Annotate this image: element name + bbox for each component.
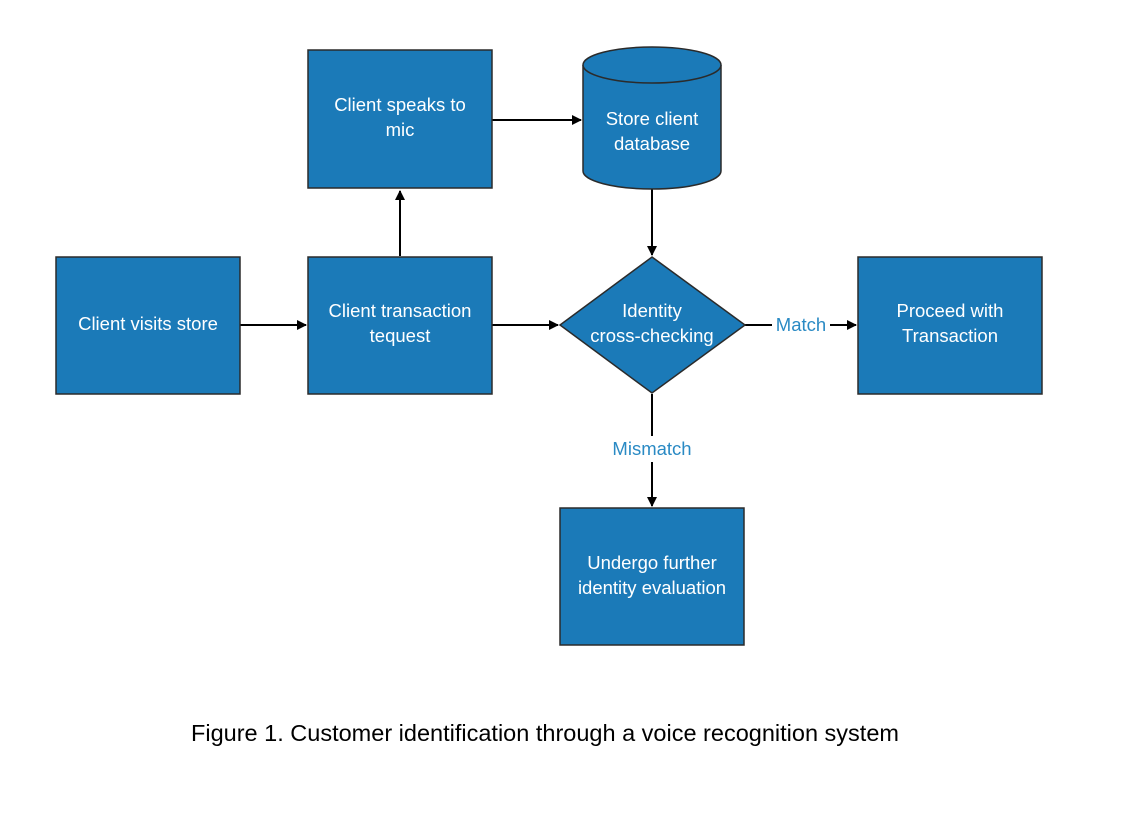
node-store-database: Store client database	[582, 46, 722, 190]
node-client-visits-line1: Client visits store	[78, 313, 218, 334]
node-proceed-transaction-line1: Proceed with	[897, 300, 1004, 321]
figure-caption: Figure 1. Customer identification throug…	[191, 720, 899, 746]
node-store-database-line1: Store client	[606, 108, 699, 129]
node-client-speaks-line1: Client speaks to	[334, 94, 466, 115]
node-transaction-request-line2: tequest	[370, 325, 431, 346]
node-proceed-transaction-line2: Transaction	[902, 325, 998, 346]
node-further-evaluation: Undergo further identity evaluation	[559, 507, 745, 646]
node-identity-crosscheck: Identity cross-checking	[558, 256, 747, 394]
edge-label-mismatch: Mismatch	[612, 438, 691, 459]
node-client-visits: Client visits store	[55, 256, 241, 395]
node-identity-crosscheck-line1: Identity	[622, 300, 682, 321]
node-further-evaluation-line2: identity evaluation	[578, 577, 726, 598]
edges	[240, 115, 857, 507]
edge-label-match: Match	[776, 314, 826, 335]
node-client-speaks: Client speaks to mic	[307, 49, 493, 189]
node-store-database-line2: database	[614, 133, 690, 154]
node-client-speaks-line2: mic	[386, 119, 415, 140]
node-proceed-transaction: Proceed with Transaction	[857, 256, 1043, 395]
node-transaction-request-line1: Client transaction	[329, 300, 472, 321]
node-transaction-request: Client transaction tequest	[307, 256, 493, 395]
node-further-evaluation-line1: Undergo further	[587, 552, 717, 573]
node-identity-crosscheck-line2: cross-checking	[590, 325, 713, 346]
